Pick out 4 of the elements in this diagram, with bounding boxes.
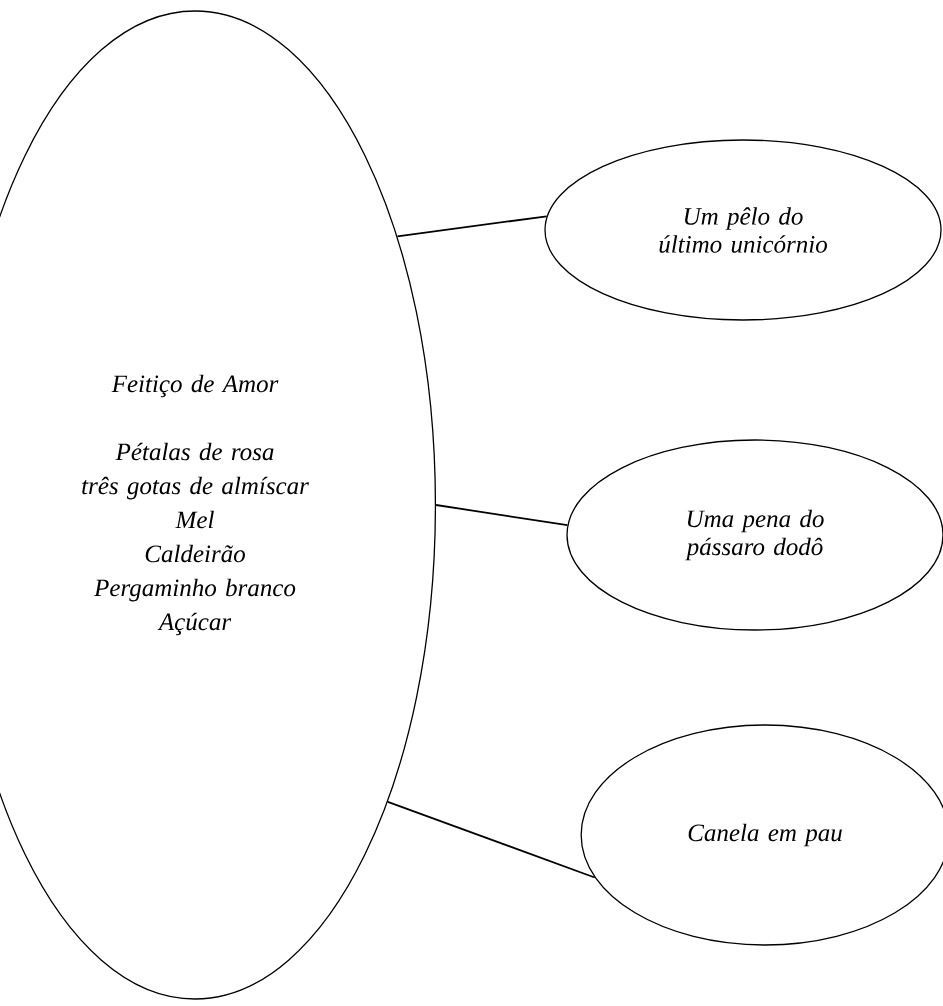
connector-line <box>435 504 569 527</box>
connector-line <box>396 215 548 238</box>
ellipse-node: Um pêlo do último unicórnio <box>544 139 942 321</box>
connector-line <box>386 801 596 879</box>
